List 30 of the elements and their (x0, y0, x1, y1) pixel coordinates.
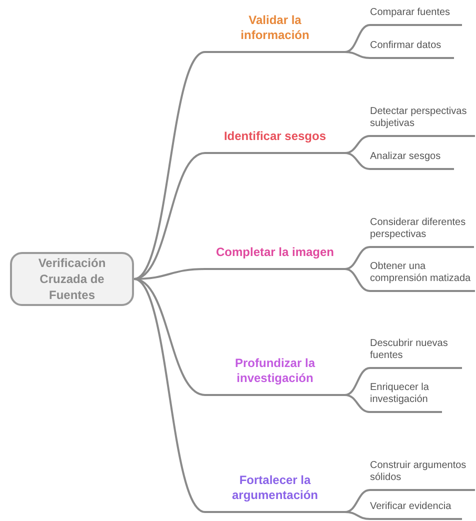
leaf-topic: Analizar sesgos (370, 148, 454, 170)
branch-topic: Completar la imagen (205, 240, 345, 270)
connector-line (344, 51, 370, 59)
leaf-topic: Comparar fuentes (370, 4, 462, 26)
branch-topic: Validar la información (205, 9, 345, 53)
leaf-topic: Descubrir nuevas fuentes (370, 335, 462, 369)
connector-line (134, 51, 206, 280)
connector-line (344, 489, 370, 513)
branch-topic: Identificar sesgos (205, 124, 345, 154)
connector-line (344, 24, 370, 53)
connector-line (344, 394, 370, 413)
branch-topic: Fortalecer la argumentación (205, 469, 345, 513)
connector-line (134, 278, 206, 396)
leaf-topic: Construir argumentos sólidos (370, 457, 475, 491)
connector-line (134, 152, 206, 280)
leaf-topic: Considerar diferentes perspectivas (370, 214, 474, 248)
connector-line (344, 511, 370, 520)
root-topic-box: Verificación Cruzada de Fuentes (10, 252, 134, 306)
leaf-topic: Confirmar datos (370, 37, 454, 59)
connector-line (344, 367, 370, 396)
connector-line (344, 246, 370, 270)
connector-line (344, 135, 370, 154)
connector-line (134, 278, 206, 513)
leaf-topic: Obtener una comprensión matizada (370, 258, 475, 292)
leaf-topic: Detectar perspectivas subjetivas (370, 103, 475, 137)
connector-line (344, 152, 370, 170)
leaf-topic: Verificar evidencia (370, 498, 462, 520)
leaf-topic: Enriquecer la investigación (370, 379, 442, 413)
connector-line (344, 268, 370, 292)
branch-topic: Profundizar la investigación (205, 352, 345, 396)
